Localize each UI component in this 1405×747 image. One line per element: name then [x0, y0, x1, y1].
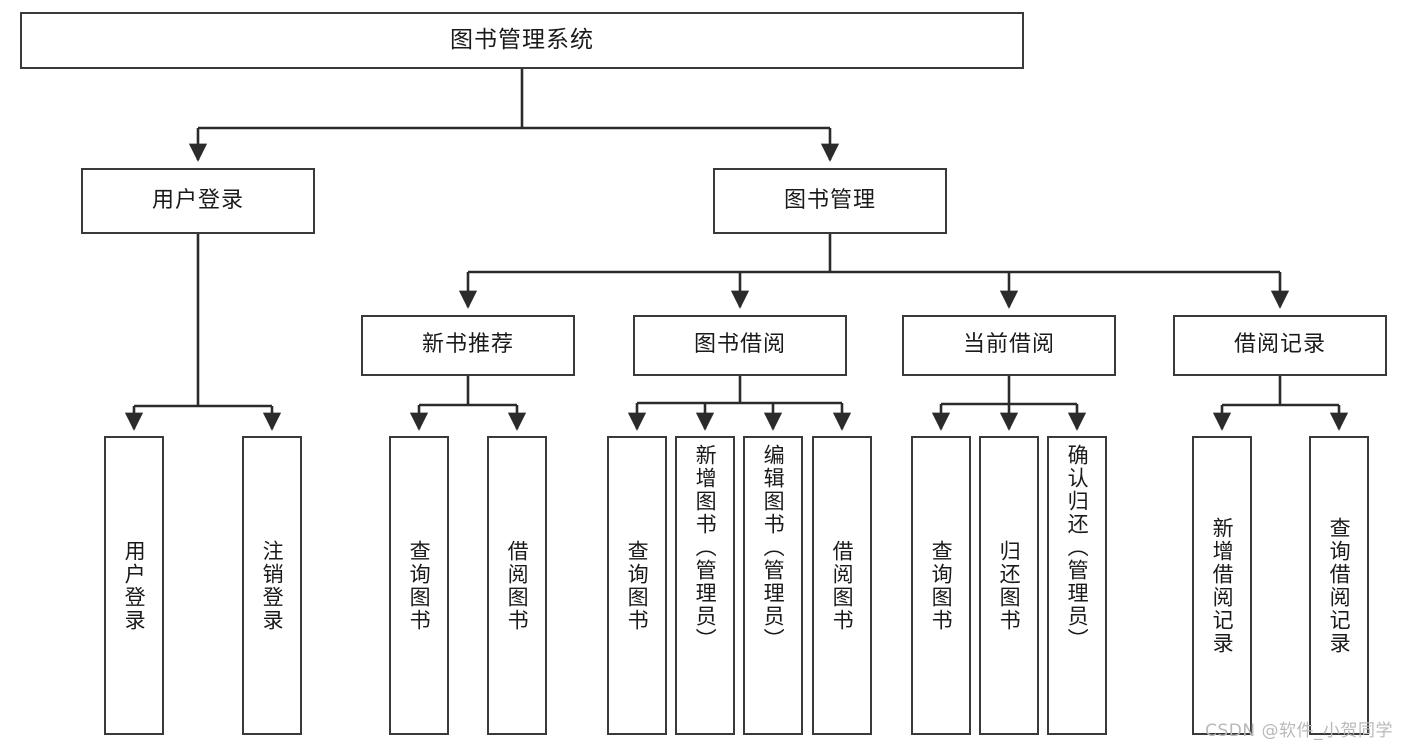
node-current-borrow[interactable]: 当前借阅 [902, 315, 1116, 376]
node-leaf-user-login-label: 用户登录 [122, 539, 147, 632]
node-leaf-return-book-label: 归还图书 [997, 539, 1022, 632]
node-leaf-add-book[interactable]: 新增图书（管理员） [675, 436, 735, 735]
node-leaf-logout-label: 注销登录 [260, 539, 285, 632]
watermark: CSDN @软件_小贺同学 [1205, 721, 1393, 741]
node-leaf-logout[interactable]: 注销登录 [242, 436, 302, 735]
node-book-borrow-label: 图书借阅 [693, 332, 786, 358]
node-leaf-add-record[interactable]: 新增借阅记录 [1192, 436, 1252, 735]
node-leaf-return-book[interactable]: 归还图书 [979, 436, 1039, 735]
node-leaf-borrow-book-2[interactable]: 借阅图书 [812, 436, 872, 735]
node-leaf-confirm-return-label: 确认归还（管理员） [1065, 444, 1090, 651]
node-leaf-query-book-2-label: 查询图书 [625, 539, 650, 632]
node-leaf-borrow-book-1-label: 借阅图书 [505, 539, 530, 632]
node-user-login[interactable]: 用户登录 [81, 168, 315, 234]
node-borrow-record[interactable]: 借阅记录 [1173, 315, 1387, 376]
node-root-label: 图书管理系统 [450, 26, 594, 53]
node-leaf-borrow-book-1[interactable]: 借阅图书 [487, 436, 547, 735]
node-borrow-record-label: 借阅记录 [1233, 332, 1326, 358]
node-leaf-query-book-2[interactable]: 查询图书 [607, 436, 667, 735]
node-current-borrow-label: 当前借阅 [962, 332, 1055, 358]
node-leaf-add-record-label: 新增借阅记录 [1210, 516, 1235, 655]
node-leaf-edit-book-label: 编辑图书（管理员） [761, 444, 786, 651]
node-new-book-recommend[interactable]: 新书推荐 [361, 315, 575, 376]
node-leaf-edit-book[interactable]: 编辑图书（管理员） [743, 436, 803, 735]
node-leaf-query-record[interactable]: 查询借阅记录 [1309, 436, 1369, 735]
node-leaf-query-book-3[interactable]: 查询图书 [911, 436, 971, 735]
node-leaf-query-book-3-label: 查询图书 [929, 539, 954, 632]
node-leaf-add-book-label: 新增图书（管理员） [693, 444, 718, 651]
node-book-management-label: 图书管理 [783, 187, 876, 213]
node-leaf-confirm-return[interactable]: 确认归还（管理员） [1047, 436, 1107, 735]
node-leaf-user-login[interactable]: 用户登录 [104, 436, 164, 735]
node-root[interactable]: 图书管理系统 [20, 12, 1024, 69]
node-leaf-query-book-1[interactable]: 查询图书 [389, 436, 449, 735]
node-leaf-borrow-book-2-label: 借阅图书 [830, 539, 855, 632]
node-leaf-query-record-label: 查询借阅记录 [1327, 516, 1352, 655]
node-leaf-query-book-1-label: 查询图书 [407, 539, 432, 632]
node-book-borrow[interactable]: 图书借阅 [633, 315, 847, 376]
node-new-book-recommend-label: 新书推荐 [421, 332, 514, 358]
node-user-login-label: 用户登录 [151, 187, 244, 213]
node-book-management[interactable]: 图书管理 [713, 168, 947, 234]
